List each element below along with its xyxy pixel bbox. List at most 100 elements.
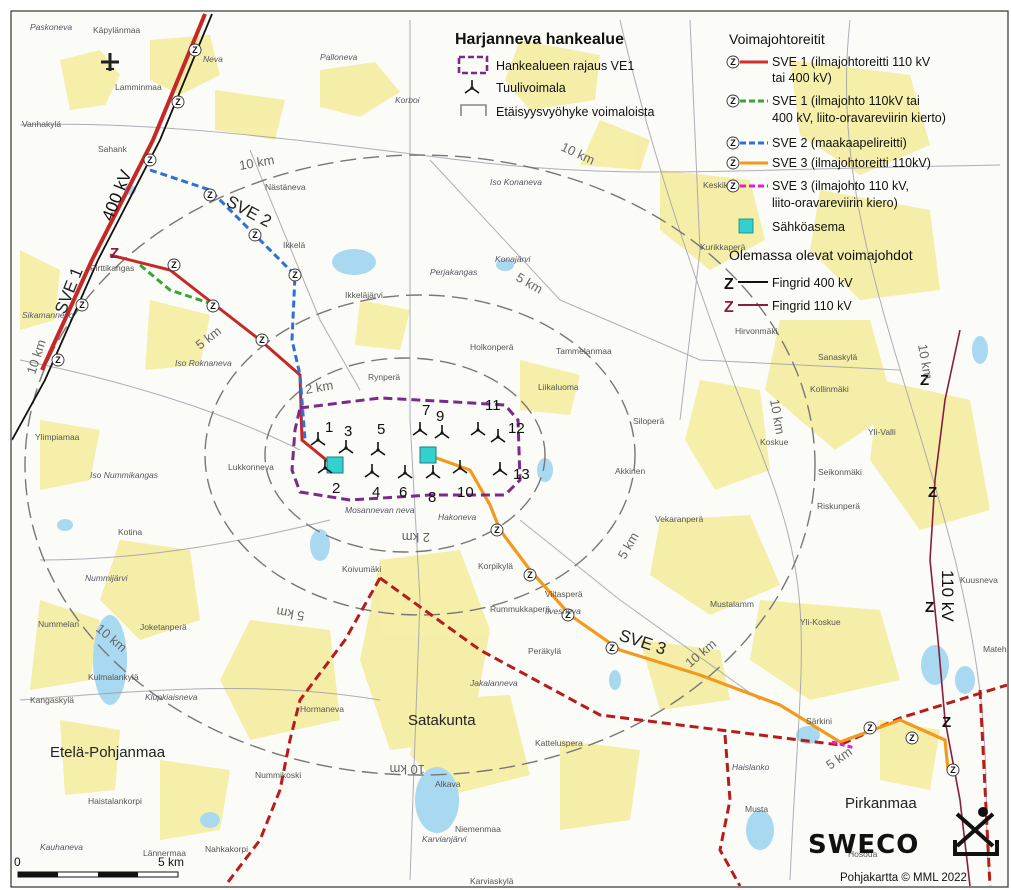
turbine-number: 13	[513, 466, 530, 483]
place-name: Katteluspera	[535, 738, 583, 748]
place-name: Liikaluoma	[538, 382, 579, 392]
place-name: Neva	[203, 54, 223, 64]
place-name: Koivumäki	[342, 564, 381, 574]
place-name: Ilvesneva	[545, 606, 581, 616]
legend-route-sve3-alt: SVE 3 (ilmajohto 110 kV, liito-oravarevi…	[726, 179, 909, 210]
place-name: Mosannevan neva	[345, 505, 415, 515]
place-name: Korboi	[395, 95, 421, 105]
region-borders	[223, 576, 1007, 886]
turbine-number: 6	[399, 484, 407, 501]
place-name: Karvianjärvi	[422, 834, 468, 844]
place-name: Lamminmaa	[115, 82, 162, 92]
z-symbol-icon: Z	[724, 276, 734, 293]
turbine-number: 8	[428, 489, 436, 506]
legend: Harjanneva hankealue Hankealueen rajaus …	[455, 31, 946, 316]
place-name: Käpylänmaa	[93, 25, 141, 35]
place-name: Lukkonneva	[228, 462, 274, 472]
place-name: Iso Nummikangas	[90, 470, 159, 480]
place-name: Sahank	[98, 144, 128, 154]
legend-route-line: SVE 1 (ilmajohto 110kV tai	[772, 94, 920, 108]
place-name: Kangaskylä	[30, 695, 74, 705]
place-name: Paskoneva	[30, 22, 72, 32]
fingrid-110kv-line	[929, 329, 971, 886]
logo-text: SWECO	[808, 830, 919, 860]
turbine-number: 2	[332, 480, 340, 497]
turbine-number: 9	[436, 408, 444, 425]
existing-heading: Olemassa olevat voimajohdot	[729, 247, 913, 263]
legend-boundary-symbol	[457, 55, 489, 75]
place-name: Rummukkaperä	[490, 604, 550, 614]
substation-west	[326, 456, 344, 474]
place-name: Niemenmaa	[455, 824, 501, 834]
legend-fingrid-400: Z Fingrid 400 kV	[724, 276, 853, 293]
place-name: Rynperä	[368, 372, 400, 382]
legend-route-line: SVE 3 (ilmajohto 110 kV,	[772, 179, 909, 193]
legend-route-line: SVE 3 (ilmajohtoreitti 110kV)	[772, 156, 931, 170]
svg-text:Z: Z	[942, 714, 951, 731]
legend-substation: Sähköasema	[738, 218, 845, 234]
place-name: Tammelanmaa	[556, 346, 612, 356]
place-name: Viitasperä	[545, 589, 583, 599]
turbine-number: 5	[377, 421, 385, 438]
place-name: Nummelan	[38, 619, 79, 629]
place-name: Särkini	[806, 716, 832, 726]
z-symbol-icon: Z	[724, 299, 734, 316]
legend-route-sve1: SVE 1 (ilmajohtoreitti 110 kV tai 400 kV…	[726, 55, 931, 85]
legend-turbine-label: Tuulivoimala	[496, 81, 566, 95]
distance-label: 5 km	[275, 604, 305, 624]
place-name: Riskunperä	[817, 501, 860, 511]
distance-label: 10 km	[767, 398, 788, 435]
legend-existing-label: Fingrid 400 kV	[772, 276, 853, 290]
logo-mark-icon	[953, 807, 999, 856]
legend-route-line: liito-oravareviirin kiero)	[772, 196, 898, 210]
place-name: Joketanperä	[140, 622, 187, 632]
place-name: Seikonmäki	[818, 467, 862, 477]
place-name: Kuusneva	[960, 575, 998, 585]
turbine-number: 11	[485, 397, 501, 414]
place-name: Hormaneva	[300, 704, 344, 714]
legend-existing-label: Fingrid 110 kV	[772, 299, 852, 313]
place-name: Sikamannevo	[22, 310, 74, 320]
place-name: Holkonperä	[470, 342, 514, 352]
sve3-alt-route	[831, 740, 856, 750]
legend-route-line: tai 400 kV)	[772, 71, 832, 85]
region-name: Satakunta	[408, 712, 476, 729]
lakes	[57, 185, 988, 850]
place-name: Yli-Valli	[868, 427, 896, 437]
place-name: Kollinmäki	[810, 384, 849, 394]
legend-substation-label: Sähköasema	[772, 220, 845, 234]
scale-bar: 0 5 km	[14, 855, 184, 878]
place-name: Lännermaa	[143, 848, 186, 858]
place-name: Ikkeläjärvi	[345, 290, 383, 300]
airport-icon	[101, 53, 119, 71]
place-name: Nästäneva	[265, 182, 306, 192]
place-name: Koskue	[760, 437, 789, 447]
legend-zone-symbol	[460, 104, 487, 116]
place-name: Hosoua	[848, 849, 878, 859]
routes-heading: Voimajohtoreitit	[729, 31, 825, 47]
sweco-logo: SWECO	[808, 807, 999, 860]
place-name: Vanhakylä	[22, 119, 61, 129]
svg-text:Z: Z	[110, 245, 119, 262]
place-name: Siloperä	[633, 416, 664, 426]
place-name: Perjakangas	[430, 267, 478, 277]
distance-label: 10 km	[390, 762, 425, 777]
turbine-number: 3	[344, 423, 352, 440]
place-name: Konajärvi	[495, 254, 532, 264]
place-names: Paskoneva Käpylänmaa Lamminmaa Neva Pall…	[22, 22, 1007, 886]
place-name: Hirvonmäki	[735, 326, 778, 336]
legend-route-line: SVE 1 (ilmajohtoreitti 110 kV	[772, 55, 931, 69]
project-area-boundary	[290, 396, 522, 502]
distance-label: 2 km	[402, 530, 430, 545]
existing-line-markers: Z Z Z Z Z	[110, 245, 951, 731]
route-label-110kv: 110 kV	[938, 570, 957, 622]
place-name: Kurikkaperä	[700, 242, 746, 252]
place-name: Haistalankorpi	[88, 796, 142, 806]
turbine-number: 4	[372, 484, 380, 501]
turbine-number: 1	[325, 419, 333, 436]
turbine-number: 10	[457, 484, 474, 501]
svg-text:Z: Z	[928, 484, 937, 501]
legend-fingrid-110: Z Fingrid 110 kV	[724, 299, 852, 316]
distance-zones	[24, 154, 816, 776]
legend-route-line: 400 kV, liito-oravareviirin kierto)	[772, 111, 946, 125]
